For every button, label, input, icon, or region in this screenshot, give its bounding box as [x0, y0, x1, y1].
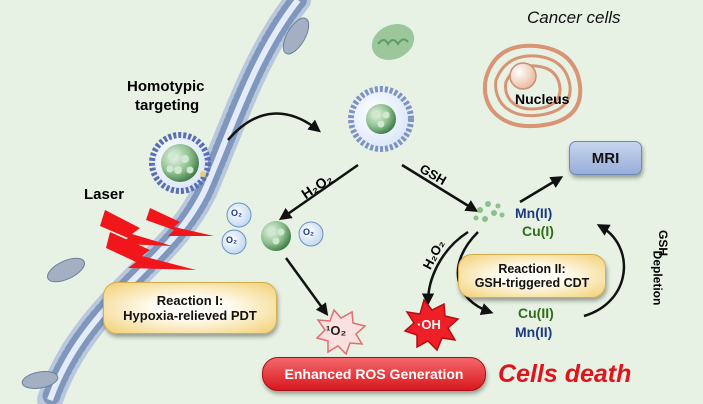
membrane-protein: [282, 17, 310, 55]
cu2-label: Cu(II): [518, 305, 554, 321]
to-hydroxyl-arrow: [421, 230, 469, 306]
endoplasmic-reticulum: [482, 43, 583, 129]
hydroxyl-burst: [403, 298, 460, 352]
membrane-protein: [21, 371, 59, 389]
nanoparticle-outside: [149, 132, 211, 194]
mn2-bottom-label: Mn(II): [515, 324, 553, 340]
mn2-top-label: Mn(II): [515, 205, 553, 221]
reaction-1-box: Reaction I: Hypoxia-relieved PDT: [103, 282, 277, 334]
mri-label: MRI: [591, 149, 620, 167]
singlet-oxygen-burst: [315, 308, 367, 356]
nucleus-icon: [509, 62, 537, 90]
homotypic-label-line2: targeting: [135, 97, 200, 114]
cell-membrane: [21, 0, 311, 404]
reaction-2-box: Reaction II: GSH-triggered CDT: [458, 254, 606, 298]
to-singlet-oxygen-arrow: [284, 257, 329, 317]
membrane-protein: [46, 257, 86, 283]
mri-box: MRI: [569, 141, 642, 175]
singlet-oxygen-label: ¹O₂: [326, 323, 347, 338]
hydroxyl-label: ·OH: [417, 317, 441, 332]
gsh-arrow: [401, 163, 479, 212]
cells-death-label: Cells death: [498, 360, 632, 388]
o2-label: O₂: [231, 208, 242, 218]
dissolved-particles: [473, 201, 505, 222]
cu1-label: Cu(I): [522, 223, 554, 239]
o2-label: O₂: [303, 227, 314, 237]
o2-clouds: [221, 202, 324, 255]
reaction-2-subtitle: GSH-triggered CDT: [474, 276, 590, 290]
laser-bolts-icon: [100, 208, 214, 270]
uptake-arrow: [227, 112, 321, 141]
homotypic-label-line1: Homotypic: [127, 78, 205, 95]
cancer-cells-label: Cancer cells: [527, 8, 621, 27]
o2-label: O₂: [226, 235, 237, 245]
h2o2-arrow: [278, 163, 359, 221]
nanoparticle-inside: [348, 86, 414, 152]
enhanced-ros-bar: Enhanced ROS Generation: [262, 357, 486, 391]
to-mri-arrow: [519, 176, 564, 204]
reaction-2-title: Reaction II:: [498, 262, 566, 276]
reaction-1-title: Reaction I:: [156, 293, 224, 308]
gsh-depletion-arrow: [583, 224, 626, 318]
nucleus-label: Nucleus: [515, 91, 570, 107]
laser-label: Laser: [84, 186, 125, 203]
enhanced-ros-label: Enhanced ROS Generation: [284, 366, 464, 382]
reaction-1-subtitle: Hypoxia-relieved PDT: [123, 308, 257, 323]
mitochondrion: [371, 24, 415, 60]
gsh-depletion-line2: Depletion: [650, 250, 665, 306]
